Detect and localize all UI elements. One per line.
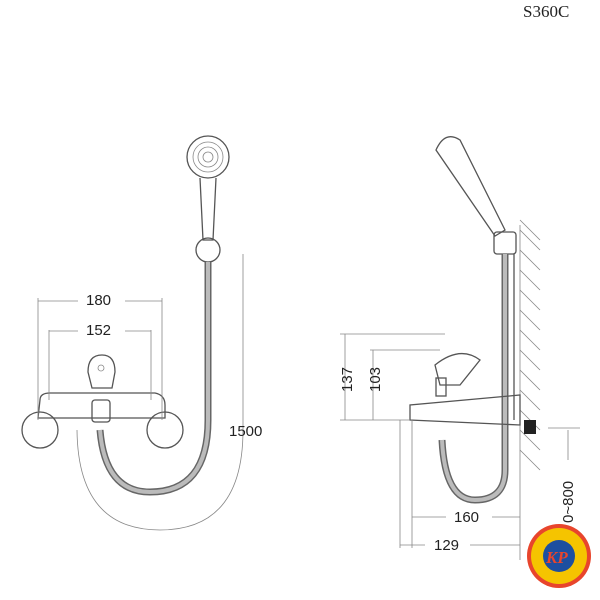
- shower-holder: [195, 237, 221, 263]
- dim-wall-range: 0~800: [560, 481, 577, 523]
- dim-height-spout: 103: [367, 367, 384, 392]
- side-view: 137 103 160 129 0~800: [339, 136, 580, 560]
- lever-side: [434, 353, 481, 386]
- dim-height-total: 137: [339, 367, 356, 392]
- shower-hose-side: [440, 254, 507, 503]
- dim-depth-outer: 160: [454, 509, 479, 526]
- wall-hatching: [519, 219, 541, 471]
- dim-width-outer: 180: [86, 292, 111, 309]
- wall-connector: [524, 420, 536, 434]
- wall-flange-right: [146, 411, 184, 449]
- shower-hose: [98, 262, 210, 495]
- shower-head-side: [435, 136, 506, 237]
- dim-depth-inner: 129: [434, 537, 459, 554]
- mixer-lever: [87, 354, 116, 389]
- dim-hose-length: 1500: [229, 423, 262, 440]
- dim-width-inner: 152: [86, 322, 111, 339]
- shower-head: [186, 135, 230, 179]
- logo-text: KP: [545, 548, 568, 567]
- model-title: S360C: [523, 2, 569, 21]
- mixer-body-side: [409, 394, 521, 426]
- mixer-body: [37, 392, 166, 419]
- kp-logo: KP: [527, 524, 591, 588]
- front-view: 1500 180 152: [21, 135, 262, 531]
- wall-flange-left: [21, 411, 59, 449]
- shower-handle: [199, 177, 217, 241]
